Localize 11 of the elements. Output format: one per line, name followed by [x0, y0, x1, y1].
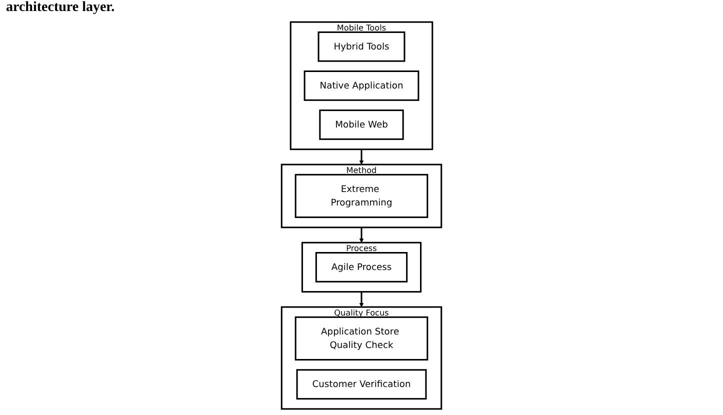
arrow — [359, 149, 364, 165]
arrow — [359, 292, 364, 308]
node-box: Hybrid Tools — [318, 31, 406, 62]
node-box: Agile Process — [315, 252, 408, 282]
note-text: architecture layer. — [6, 0, 115, 15]
node-box: Customer Verification — [296, 369, 427, 400]
node-box: Extreme Programming — [294, 174, 428, 218]
arrow — [359, 227, 364, 243]
node-box: Mobile Web — [319, 110, 404, 140]
node-box: Native Application — [304, 70, 420, 101]
node-box: Application Store Quality Check — [294, 316, 428, 361]
